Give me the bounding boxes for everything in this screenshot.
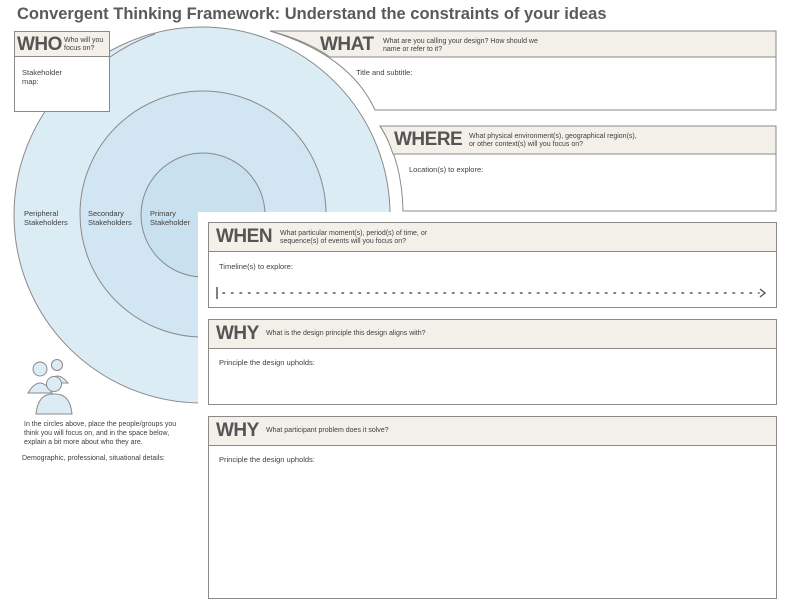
timeline-arrowhead-icon: [759, 288, 767, 298]
who-question: Who will you focus on?: [64, 37, 104, 52]
primary-stakeholder-label: Primary Stakeholder: [150, 209, 191, 227]
when-question: What particular moment(s), period(s) of …: [280, 230, 428, 245]
peripheral-stakeholders-label: Peripheral Stakeholders: [24, 209, 68, 227]
what-question: What are you calling your design? How sh…: [383, 38, 538, 53]
who-header: [14, 31, 110, 57]
stakeholder-map-label: Stakeholder map:: [22, 68, 63, 86]
demographic-details-label: Demographic, professional, situational d…: [22, 455, 165, 462]
person-left-body: [27, 382, 53, 394]
timeline-label: Timeline(s) to explore:: [219, 262, 293, 271]
where-heading: WHERE: [394, 129, 463, 150]
why-problem-label: Principle the design upholds:: [219, 455, 315, 464]
location-label: Location(s) to explore:: [409, 165, 484, 174]
when-box[interactable]: [208, 222, 777, 308]
when-header: [209, 223, 776, 252]
page-title: Convergent Thinking Framework: Understan…: [17, 5, 607, 23]
title-subtitle-label: Title and subtitle:: [356, 68, 413, 77]
person-front-head: [46, 376, 62, 392]
timeline-arrow: [216, 287, 767, 299]
who-instructions: In the circles above, place the people/g…: [24, 421, 177, 446]
overlay-arc: [109, 33, 156, 58]
why-problem-header: [209, 417, 776, 446]
why-principle-question: What is the design principle this design…: [266, 330, 426, 337]
why-principle-box[interactable]: [208, 319, 777, 405]
what-header-fill: [269, 30, 777, 58]
who-heading: WHO: [17, 34, 62, 55]
why-principle-label: Principle the design upholds:: [219, 358, 315, 367]
person-left-head: [32, 361, 48, 377]
person-back-head: [51, 359, 63, 371]
where-question: What physical environment(s), geographic…: [469, 133, 637, 148]
people-icon: [27, 359, 73, 415]
secondary-stakeholders-label: Secondary Stakeholders: [88, 209, 132, 227]
where-header-fill: [379, 125, 777, 155]
why-problem-heading: WHY: [216, 420, 259, 441]
why-principle-header: [209, 320, 776, 349]
what-heading: WHAT: [320, 34, 374, 55]
why-principle-heading: WHY: [216, 323, 259, 344]
why-problem-question: What participant problem does it solve?: [266, 427, 389, 434]
person-front-body: [35, 393, 73, 415]
why-problem-box[interactable]: [208, 416, 777, 599]
when-heading: WHEN: [216, 226, 273, 247]
